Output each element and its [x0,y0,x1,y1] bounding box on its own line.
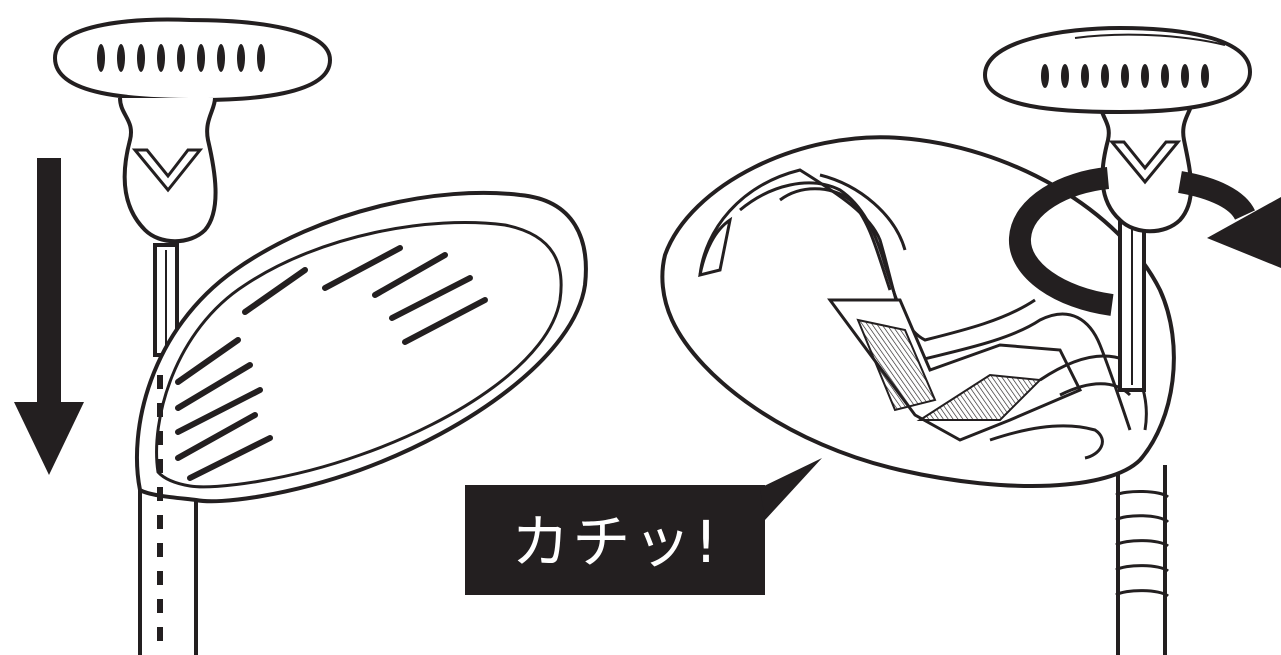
chevron-v-icon [131,148,204,193]
callout-box [465,458,822,595]
face-score-lines [175,245,488,481]
club-head-sole [660,135,1176,655]
wrench-tool-left [52,17,333,357]
callout-text: カチッ! [511,508,721,576]
grip-slots [97,44,265,72]
arrow-down-icon [14,158,84,475]
club-head-face [134,190,588,655]
wrench-tool-right [982,25,1253,392]
chevron-v-icon [1108,140,1182,185]
grip-slots [1041,64,1209,88]
rotate-clockwise-icon [1009,167,1281,316]
